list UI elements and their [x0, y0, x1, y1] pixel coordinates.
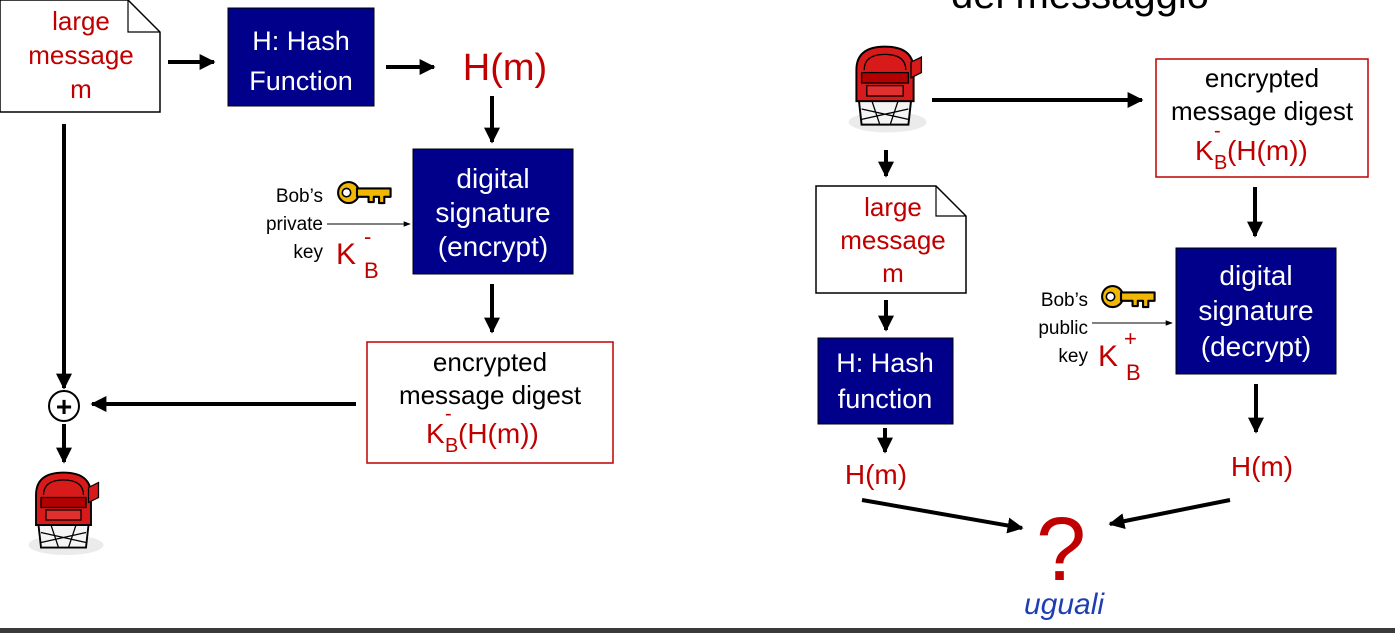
left-key-symbol: K B -	[336, 224, 387, 285]
right-hash-line2: function	[838, 384, 933, 414]
right-key-label-line2: public	[1038, 318, 1088, 339]
right-hash-output-left: H(m)	[845, 459, 907, 490]
right-key-symbol: K B +	[1098, 326, 1149, 387]
right-message-line2: message	[840, 225, 946, 255]
left-digest-line2: message digest	[399, 380, 582, 410]
left-key-label-line1: Bob’s	[276, 186, 323, 207]
right-digest-line2: message digest	[1171, 96, 1354, 126]
left-signature-line1: digital	[456, 163, 529, 194]
right-title-partial: del messaggio	[951, 0, 1209, 17]
left-message-line3: m	[70, 74, 92, 104]
right-mailbox-icon	[847, 45, 928, 134]
right-signature-box: digital signature (decrypt)	[1175, 247, 1337, 375]
combine-plus-icon: +	[48, 390, 80, 422]
right-key-icon	[1101, 285, 1156, 309]
right-signature-line2: signature	[1198, 295, 1313, 326]
left-key-label-line2: private	[266, 214, 323, 235]
left-message-line2: message	[28, 40, 134, 70]
right-encrypted-digest-box: encrypted message digest K B - (H(m))	[1155, 58, 1369, 178]
right-key-label-line1: Bob’s	[1041, 290, 1088, 311]
left-digest-line1: encrypted	[433, 347, 547, 377]
right-message-document: large message m	[815, 185, 967, 294]
left-message-line1: large	[52, 6, 110, 36]
left-signature-box: digital signature (encrypt)	[412, 148, 574, 275]
arrow-right-output-to-compare	[1108, 498, 1231, 530]
left-digest-formula: K B - (H(m))	[426, 395, 539, 458]
right-signature-line3: (decrypt)	[1201, 331, 1311, 362]
left-signature-line3: (encrypt)	[438, 231, 548, 262]
left-key-icon	[337, 181, 392, 205]
left-key-label-line3: key	[293, 242, 323, 263]
left-message-document: large message m	[0, 0, 161, 113]
right-hash-function-box: H: Hash function	[817, 337, 954, 425]
combine-symbol: +	[56, 391, 72, 422]
left-encrypted-digest-box: encrypted message digest K B - (H(m))	[366, 341, 614, 464]
right-digest-line1: encrypted	[1205, 63, 1319, 93]
right-digest-formula: K B - (H(m))	[1195, 112, 1308, 175]
right-signature-line1: digital	[1219, 260, 1292, 291]
compare-label: uguali	[1024, 588, 1105, 621]
left-hash-output: H(m)	[463, 47, 547, 89]
right-message-line3: m	[882, 258, 904, 288]
bottom-bar	[0, 628, 1395, 633]
right-hash-output-right: H(m)	[1231, 451, 1293, 482]
right-message-line1: large	[864, 192, 922, 222]
right-key-label-line3: key	[1058, 346, 1088, 367]
left-hash-function-box: H: Hash Function	[227, 7, 375, 107]
left-signature-line2: signature	[435, 197, 550, 228]
compare-question-mark: ?	[1036, 500, 1086, 600]
right-hash-line1: H: Hash	[836, 348, 934, 378]
left-mailbox-icon	[27, 471, 105, 556]
arrow-left-output-to-compare	[861, 498, 1024, 534]
left-hash-line1: H: Hash	[252, 26, 350, 56]
left-hash-line2: Function	[249, 66, 353, 96]
